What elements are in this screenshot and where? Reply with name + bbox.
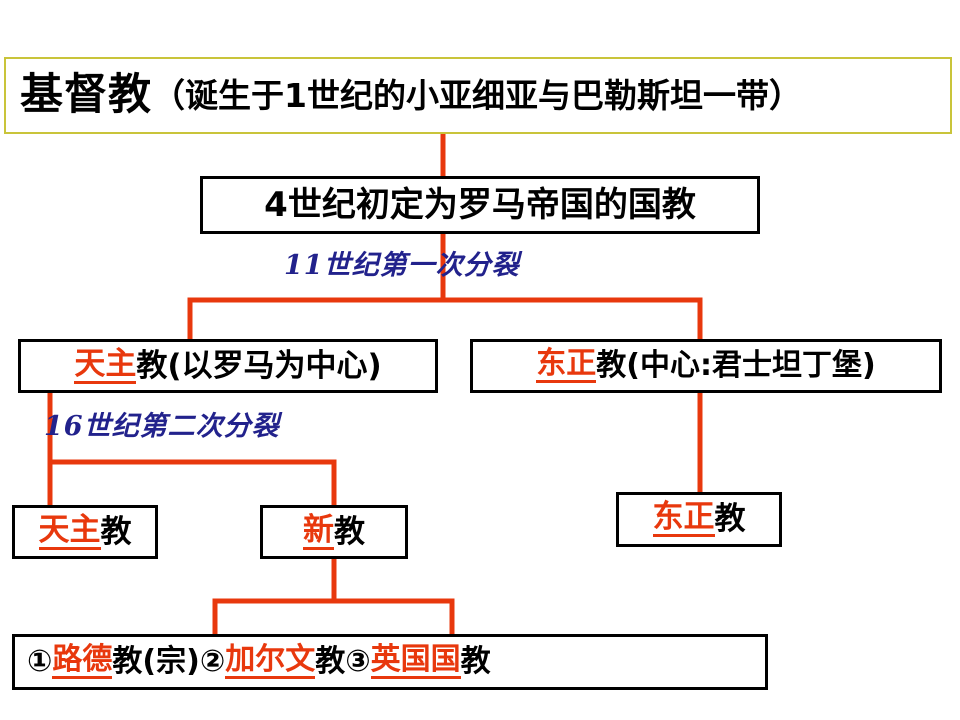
node-orthodox-black: 教(中心:君士坦丁堡) [596, 348, 876, 383]
node-orthodox-2: 东正教 [616, 492, 782, 547]
node-orthodox-2-red: 东正 [652, 499, 715, 537]
label-first-split: 11世纪第一次分裂 [284, 250, 520, 281]
node-catholic-2-black: 教 [100, 513, 132, 550]
node-catholic: 天主教(以罗马为中心) [18, 339, 438, 393]
node-protestant-black: 教 [334, 513, 365, 550]
title-detail: （诞生于1世纪的小亚细亚与巴勒斯坦一带） [152, 76, 802, 115]
node-catholic-red: 天主 [74, 345, 137, 384]
node-catholic-2-red: 天主 [38, 511, 101, 550]
node-catholic-2: 天主教 [12, 505, 158, 559]
branch-3-red: 英国国 [370, 642, 461, 679]
node-state-religion-label: 4世纪初定为罗马帝国的国教 [264, 185, 696, 225]
branch-number-2: ② [199, 644, 226, 679]
node-orthodox: 东正教(中心:君士坦丁堡) [470, 339, 942, 393]
label-second-split: 16世纪第二次分裂 [44, 411, 280, 442]
node-catholic-black: 教(以罗马为中心) [136, 347, 382, 384]
branch-1-red: 路德 [52, 642, 113, 679]
title-main: 基督教 [20, 70, 152, 120]
node-state-religion: 4世纪初定为罗马帝国的国教 [200, 176, 760, 234]
node-orthodox-2-black: 教 [714, 501, 746, 537]
branch-2-black: 教 [315, 644, 346, 679]
branch-number-3: ③ [345, 644, 371, 679]
node-orthodox-red: 东正 [536, 346, 597, 383]
node-protestant-red: 新 [303, 511, 334, 550]
title-box: 基督教（诞生于1世纪的小亚细亚与巴勒斯坦一带） [4, 57, 952, 134]
branch-1-black: 教(宗) [112, 644, 200, 679]
node-protestant: 新教 [260, 505, 408, 559]
branch-2-red: 加尔文 [225, 642, 316, 679]
branch-number-1: ① [27, 644, 53, 679]
branch-3-black: 教 [460, 644, 491, 679]
